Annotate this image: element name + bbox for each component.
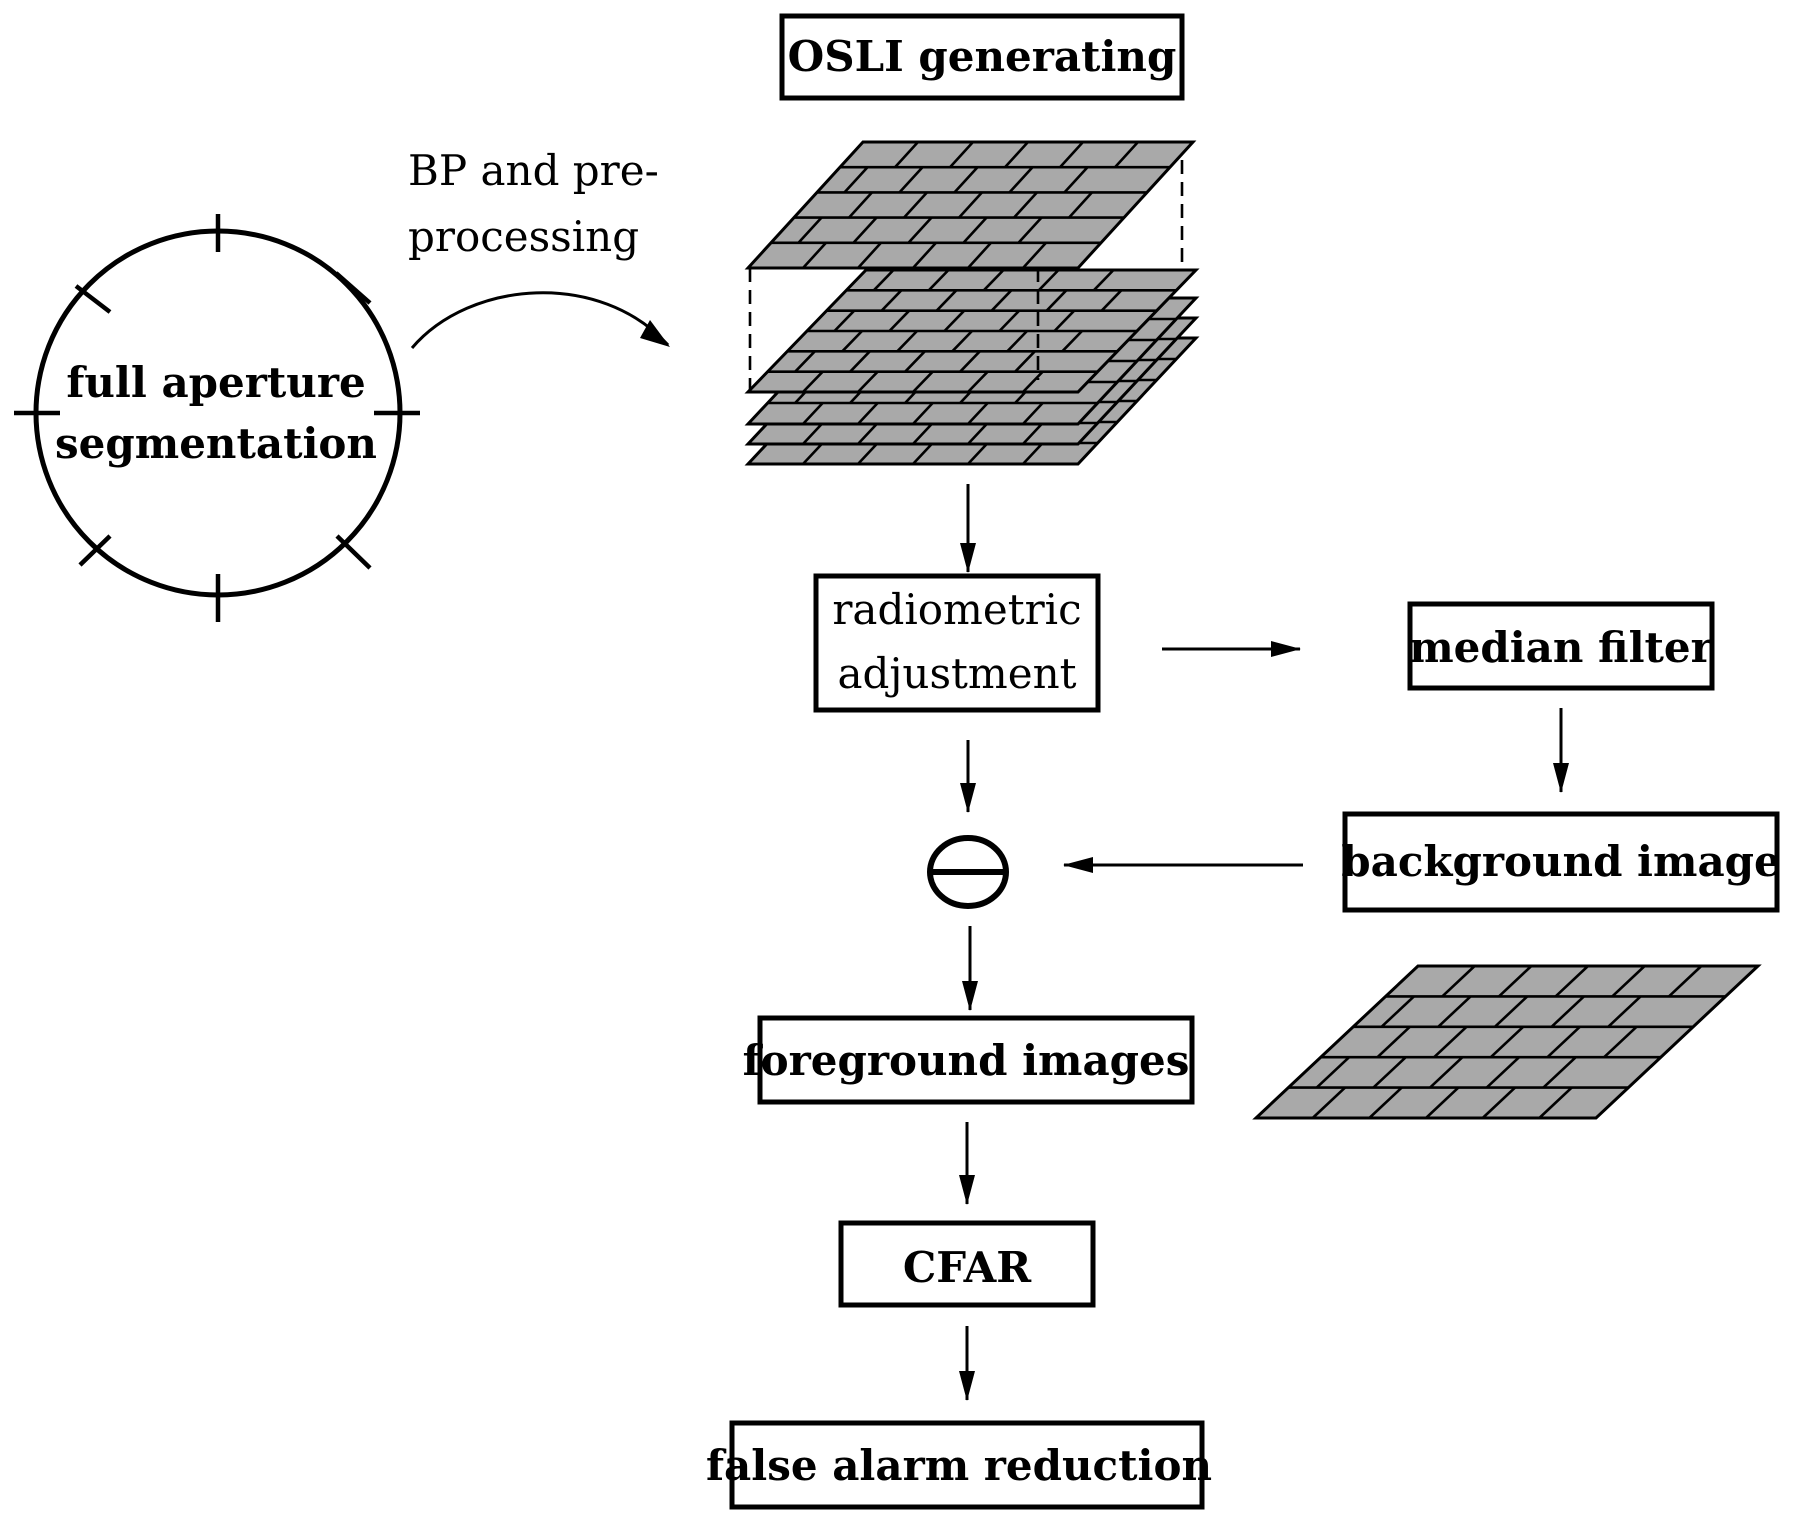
stack-layer-1 <box>744 268 1200 394</box>
radiometric-label-line1: radiometric <box>832 585 1081 634</box>
cfar-label: CFAR <box>903 1243 1032 1292</box>
osli-image-stack <box>744 140 1200 466</box>
subtract-icon <box>927 835 1009 909</box>
foreground-images-box: foreground images <box>743 1015 1195 1105</box>
background-image-box: background image <box>1341 811 1781 913</box>
aperture-circle: full aperture segmentation <box>14 214 420 622</box>
bp-curved-arrowhead <box>640 320 670 347</box>
aperture-ticks <box>14 214 420 622</box>
bp-label-line1: BP and pre- <box>408 146 659 195</box>
false-alarm-reduction-label: false alarm reduction <box>706 1441 1212 1490</box>
bp-label-line2: processing <box>408 212 639 261</box>
false-alarm-reduction-box: false alarm reduction <box>706 1420 1212 1510</box>
segmentation-label-line1: full aperture <box>66 358 365 407</box>
median-filter-label: median filter <box>1409 623 1713 672</box>
bp-curved-arrow <box>410 291 670 349</box>
background-grid <box>1252 964 1762 1120</box>
background-image-grid <box>1252 964 1762 1120</box>
cfar-box: CFAR <box>838 1220 1096 1308</box>
foreground-images-label: foreground images <box>743 1036 1190 1085</box>
stack-dashed-connectors <box>748 160 1184 392</box>
osli-label: OSLI generating <box>788 32 1177 81</box>
radiometric-box: radiometric adjustment <box>813 573 1101 713</box>
radiometric-label-line2: adjustment <box>837 649 1076 698</box>
segmentation-label-line2: segmentation <box>55 419 377 468</box>
stack-top-layer <box>744 140 1197 270</box>
median-filter-box: median filter <box>1407 601 1715 691</box>
background-image-label: background image <box>1341 837 1781 886</box>
osli-box: OSLI generating <box>779 13 1185 101</box>
